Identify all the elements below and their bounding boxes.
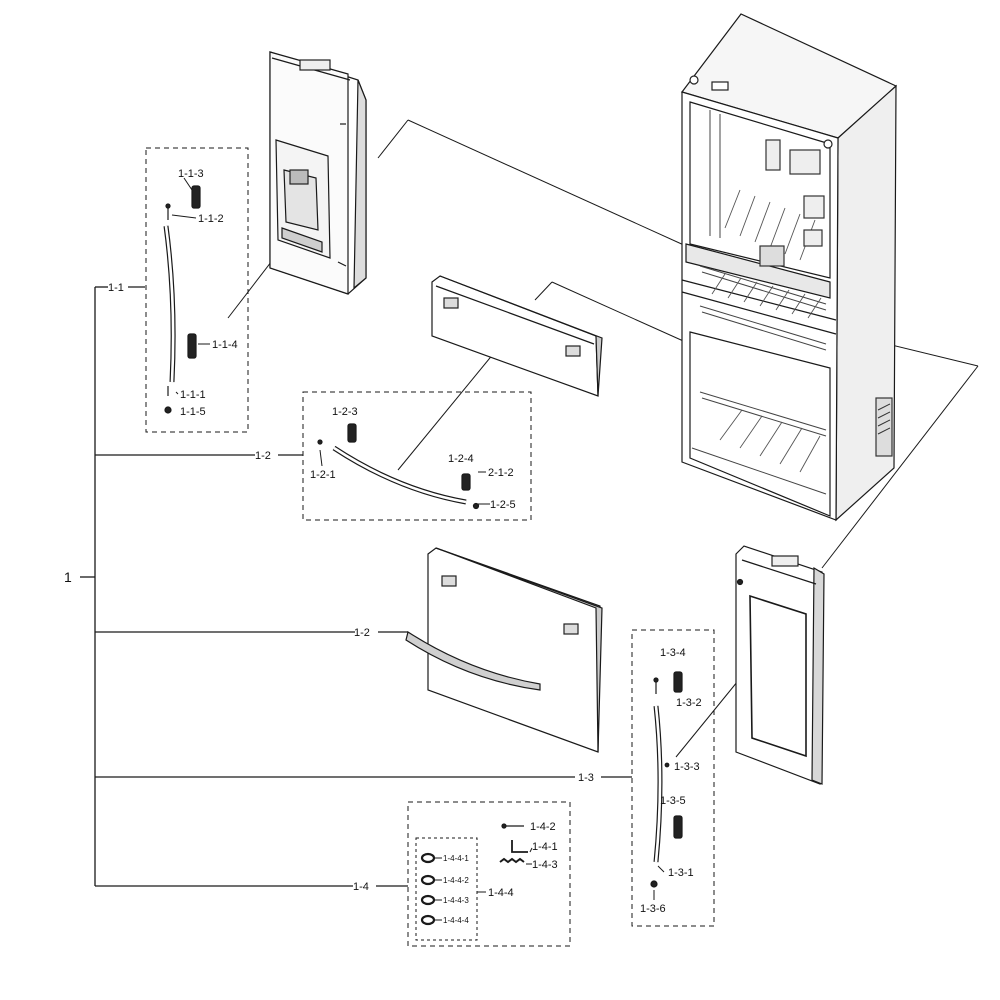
label-1-4-3: 1-4-3 [532,859,558,871]
upper-drawer-panel [431,275,603,397]
refrigerator-cabinet [680,13,898,522]
group-box-1-4-4 [415,837,478,941]
group-box-1-4 [407,801,571,947]
label-1-3-5: 1-3-5 [660,795,686,807]
group-box-1-2 [302,391,532,521]
label-1-2-lower: 1-2 [354,627,370,639]
label-1-1-1: 1-1-1 [180,389,206,401]
label-1-4-1: 1-4-1 [532,841,558,853]
label-1-3-6: 1-3-6 [640,903,666,915]
label-1-1-3: 1-1-3 [178,168,204,180]
label-1-3: 1-3 [578,772,594,784]
label-1-1: 1-1 [108,282,124,294]
label-root: 1 [64,569,72,585]
label-1-2-3: 1-2-3 [332,406,358,418]
group-box-1-3 [631,629,715,927]
label-1-3-4: 1-3-4 [660,647,686,659]
label-ticks [171,177,665,921]
label-1-4-4-1: 1-4-4-1 [443,854,469,863]
label-1-2-5: 1-2-5 [490,499,516,511]
label-1-4-4-4: 1-4-4-4 [443,916,469,925]
label-1-4-4-2: 1-4-4-2 [443,876,469,885]
labels: 1 1-1 1-2 1-2 1-3 1-4 1-1-3 1-1-2 1-1-4 … [64,168,702,925]
label-1-2-4: 1-2-4 [448,453,474,465]
group-1-4-parts [420,823,528,926]
label-1-4-2: 1-4-2 [530,821,556,833]
label-1-4-4-3: 1-4-4-3 [443,896,469,905]
handle-1-1-parts [163,185,201,414]
label-1-3-1: 1-3-1 [668,867,694,879]
handle-1-2-parts [317,423,480,510]
label-1-2-upper: 1-2 [255,450,271,462]
label-2-1-2: 2-1-2 [488,467,514,479]
label-1-1-2: 1-1-2 [198,213,224,225]
label-1-1-5: 1-1-5 [180,406,206,418]
tree-lines [80,286,632,887]
label-1-4-4: 1-4-4 [488,887,514,899]
dashed-boxes [145,147,715,947]
label-1-3-2: 1-3-2 [676,697,702,709]
label-1-4: 1-4 [353,881,369,893]
handle-1-3-parts [650,671,683,888]
lower-drawer-panel [405,547,603,753]
label-1-1-4: 1-1-4 [212,339,238,351]
group-box-1-1 [145,147,249,433]
right-door-with-window [735,545,825,785]
left-door-with-dispenser [269,51,367,295]
label-1-2-1: 1-2-1 [310,469,336,481]
label-1-3-3: 1-3-3 [674,761,700,773]
